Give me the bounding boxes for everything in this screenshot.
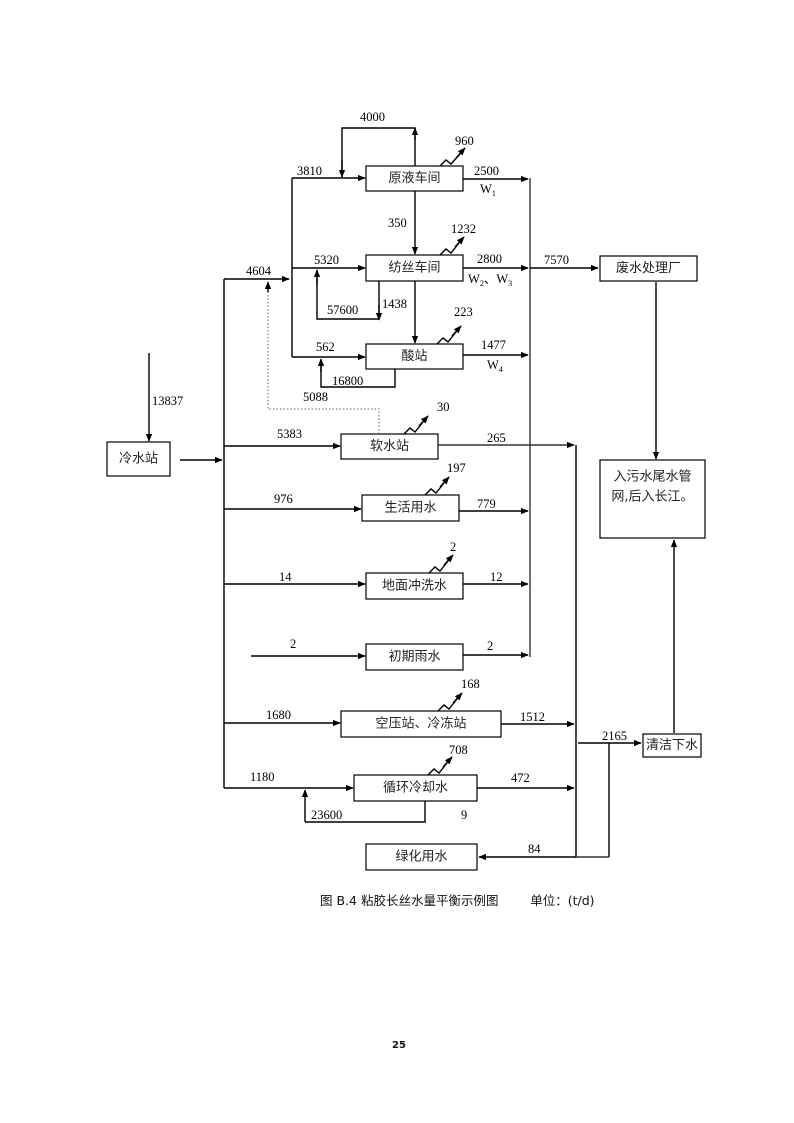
caption-title: 图 B.4 粘胶长丝水量平衡示例图 [320,893,499,908]
flow-label: 23600 [311,808,342,822]
flow-tag: W1 [480,182,496,198]
node-label: 废水处理厂 [616,260,681,276]
node-initial-rainwater: 初期雨水 [365,643,464,671]
flow-label: 5088 [303,390,328,404]
flow-label: 976 [274,492,293,506]
flow-label: 960 [455,134,474,148]
soft-water-dotted-line [267,285,380,434]
flow-label: 1512 [520,710,545,724]
node-air-compressor-refrigeration: 空压站、冷冻站 [340,710,502,738]
evaporation-squiggle [439,242,460,256]
cooling-recycle-line [305,801,426,823]
node-floor-washing: 地面冲洗水 [365,572,464,600]
stock-recycle-line [341,127,416,177]
flow-label: 1477 [481,338,506,352]
node-label: 原液车间 [388,170,440,186]
node-label: 循环冷却水 [383,781,448,796]
acid-recycle-line [320,360,396,388]
flow-label: 3810 [297,164,322,178]
evaporation-squiggle [437,698,458,712]
node-domestic-water: 生活用水 [361,494,460,522]
flow-arrow-domestic-loss [439,476,450,488]
flow-arrow-air-loss [452,692,463,704]
flow-tag: W4 [487,358,503,374]
flow-tag: W2、W3 [468,272,512,288]
flow-label: 2 [487,639,493,653]
flow-label: 223 [454,305,473,319]
flow-label: 350 [388,216,407,230]
node-clean-drain: 清洁下水 [642,733,702,758]
flow-label: 1438 [382,297,407,311]
node-stock-workshop: 原液车间 [365,165,464,192]
caption-unit: 单位：(t/d) [530,893,595,908]
flow-label: 168 [461,677,480,691]
flow-label: 1180 [250,770,275,784]
page-number: 25 [392,1040,406,1051]
flow-label: 2 [290,637,296,651]
flow-label: 4604 [246,264,272,278]
flow-label: 1680 [266,708,291,722]
node-spinning-workshop: 纺丝车间 [365,254,464,282]
flow-label: 708 [449,743,468,757]
flow-label: 472 [511,771,530,785]
node-label: 冷水站 [119,452,158,467]
node-label: 初期雨水 [388,650,440,665]
node-soft-water-station: 软水站 [340,433,439,460]
flow-label: 13837 [152,394,183,408]
flow-label: 2 [450,540,456,554]
flow-label: 12 [490,570,503,584]
node-label: 地面冲洗水 [382,579,447,594]
flow-label: 4000 [360,110,385,124]
flow-label: 265 [487,431,506,445]
flow-label: 197 [447,461,466,475]
flow-arrow-spinning-loss [454,236,465,248]
flow-label: 5320 [314,253,339,267]
flow-label: 2165 [602,729,627,743]
flow-label: 16800 [332,374,363,388]
flow-arrow-cooling-loss [442,756,453,768]
evaporation-squiggle [403,421,424,435]
node-label: 纺丝车间 [388,260,440,276]
flow-arrow-stock-loss [455,147,466,159]
flow-label: 30 [437,400,450,414]
node-label: 软水站 [370,439,409,454]
flow-label: 9 [461,808,467,822]
node-label: 空压站、冷冻站 [375,716,466,732]
evaporation-squiggle [424,482,445,496]
flow-arrow-soft-loss [418,415,429,427]
node-label: 绿化用水 [395,850,447,865]
node-label: 酸站 [401,349,427,364]
evaporation-squiggle [427,762,448,776]
flow-label: 2800 [477,252,502,266]
evaporation-squiggle [439,153,461,167]
flow-label: 5383 [277,427,302,441]
evaporation-squiggle [436,331,457,345]
node-label: 生活用水 [384,501,436,516]
flow-arrow-acid-loss [451,325,462,337]
node-sewer-outfall: 入污水尾水管 网,后入长江。 [599,459,706,539]
figure-caption: 图 B.4 粘胶长丝水量平衡示例图 单位：(t/d) [320,890,595,909]
node-circulating-cooling: 循环冷却水 [353,774,478,802]
flow-label: 2500 [474,164,499,178]
node-acid-station: 酸站 [365,343,464,370]
flow-label: 7570 [544,253,569,267]
flow-label: 84 [528,842,541,856]
flow-label: 562 [316,340,335,354]
node-label: 入污水尾水管 [613,470,691,485]
flow-label: 779 [477,497,496,511]
flow-label: 1232 [451,222,476,236]
flow-label: 57600 [327,303,358,317]
spinning-recycle-line [316,270,380,320]
node-label: 网,后入长江。 [611,490,693,505]
node-wastewater-plant: 废水处理厂 [599,255,698,282]
flow-label: 14 [279,570,292,584]
evaporation-squiggle [428,560,449,574]
node-label: 清洁下水 [646,738,698,753]
flow-arrow-floor-loss [443,554,454,566]
node-cold-water-station: 冷水站 [106,441,171,477]
node-greening-water: 绿化用水 [365,843,478,871]
